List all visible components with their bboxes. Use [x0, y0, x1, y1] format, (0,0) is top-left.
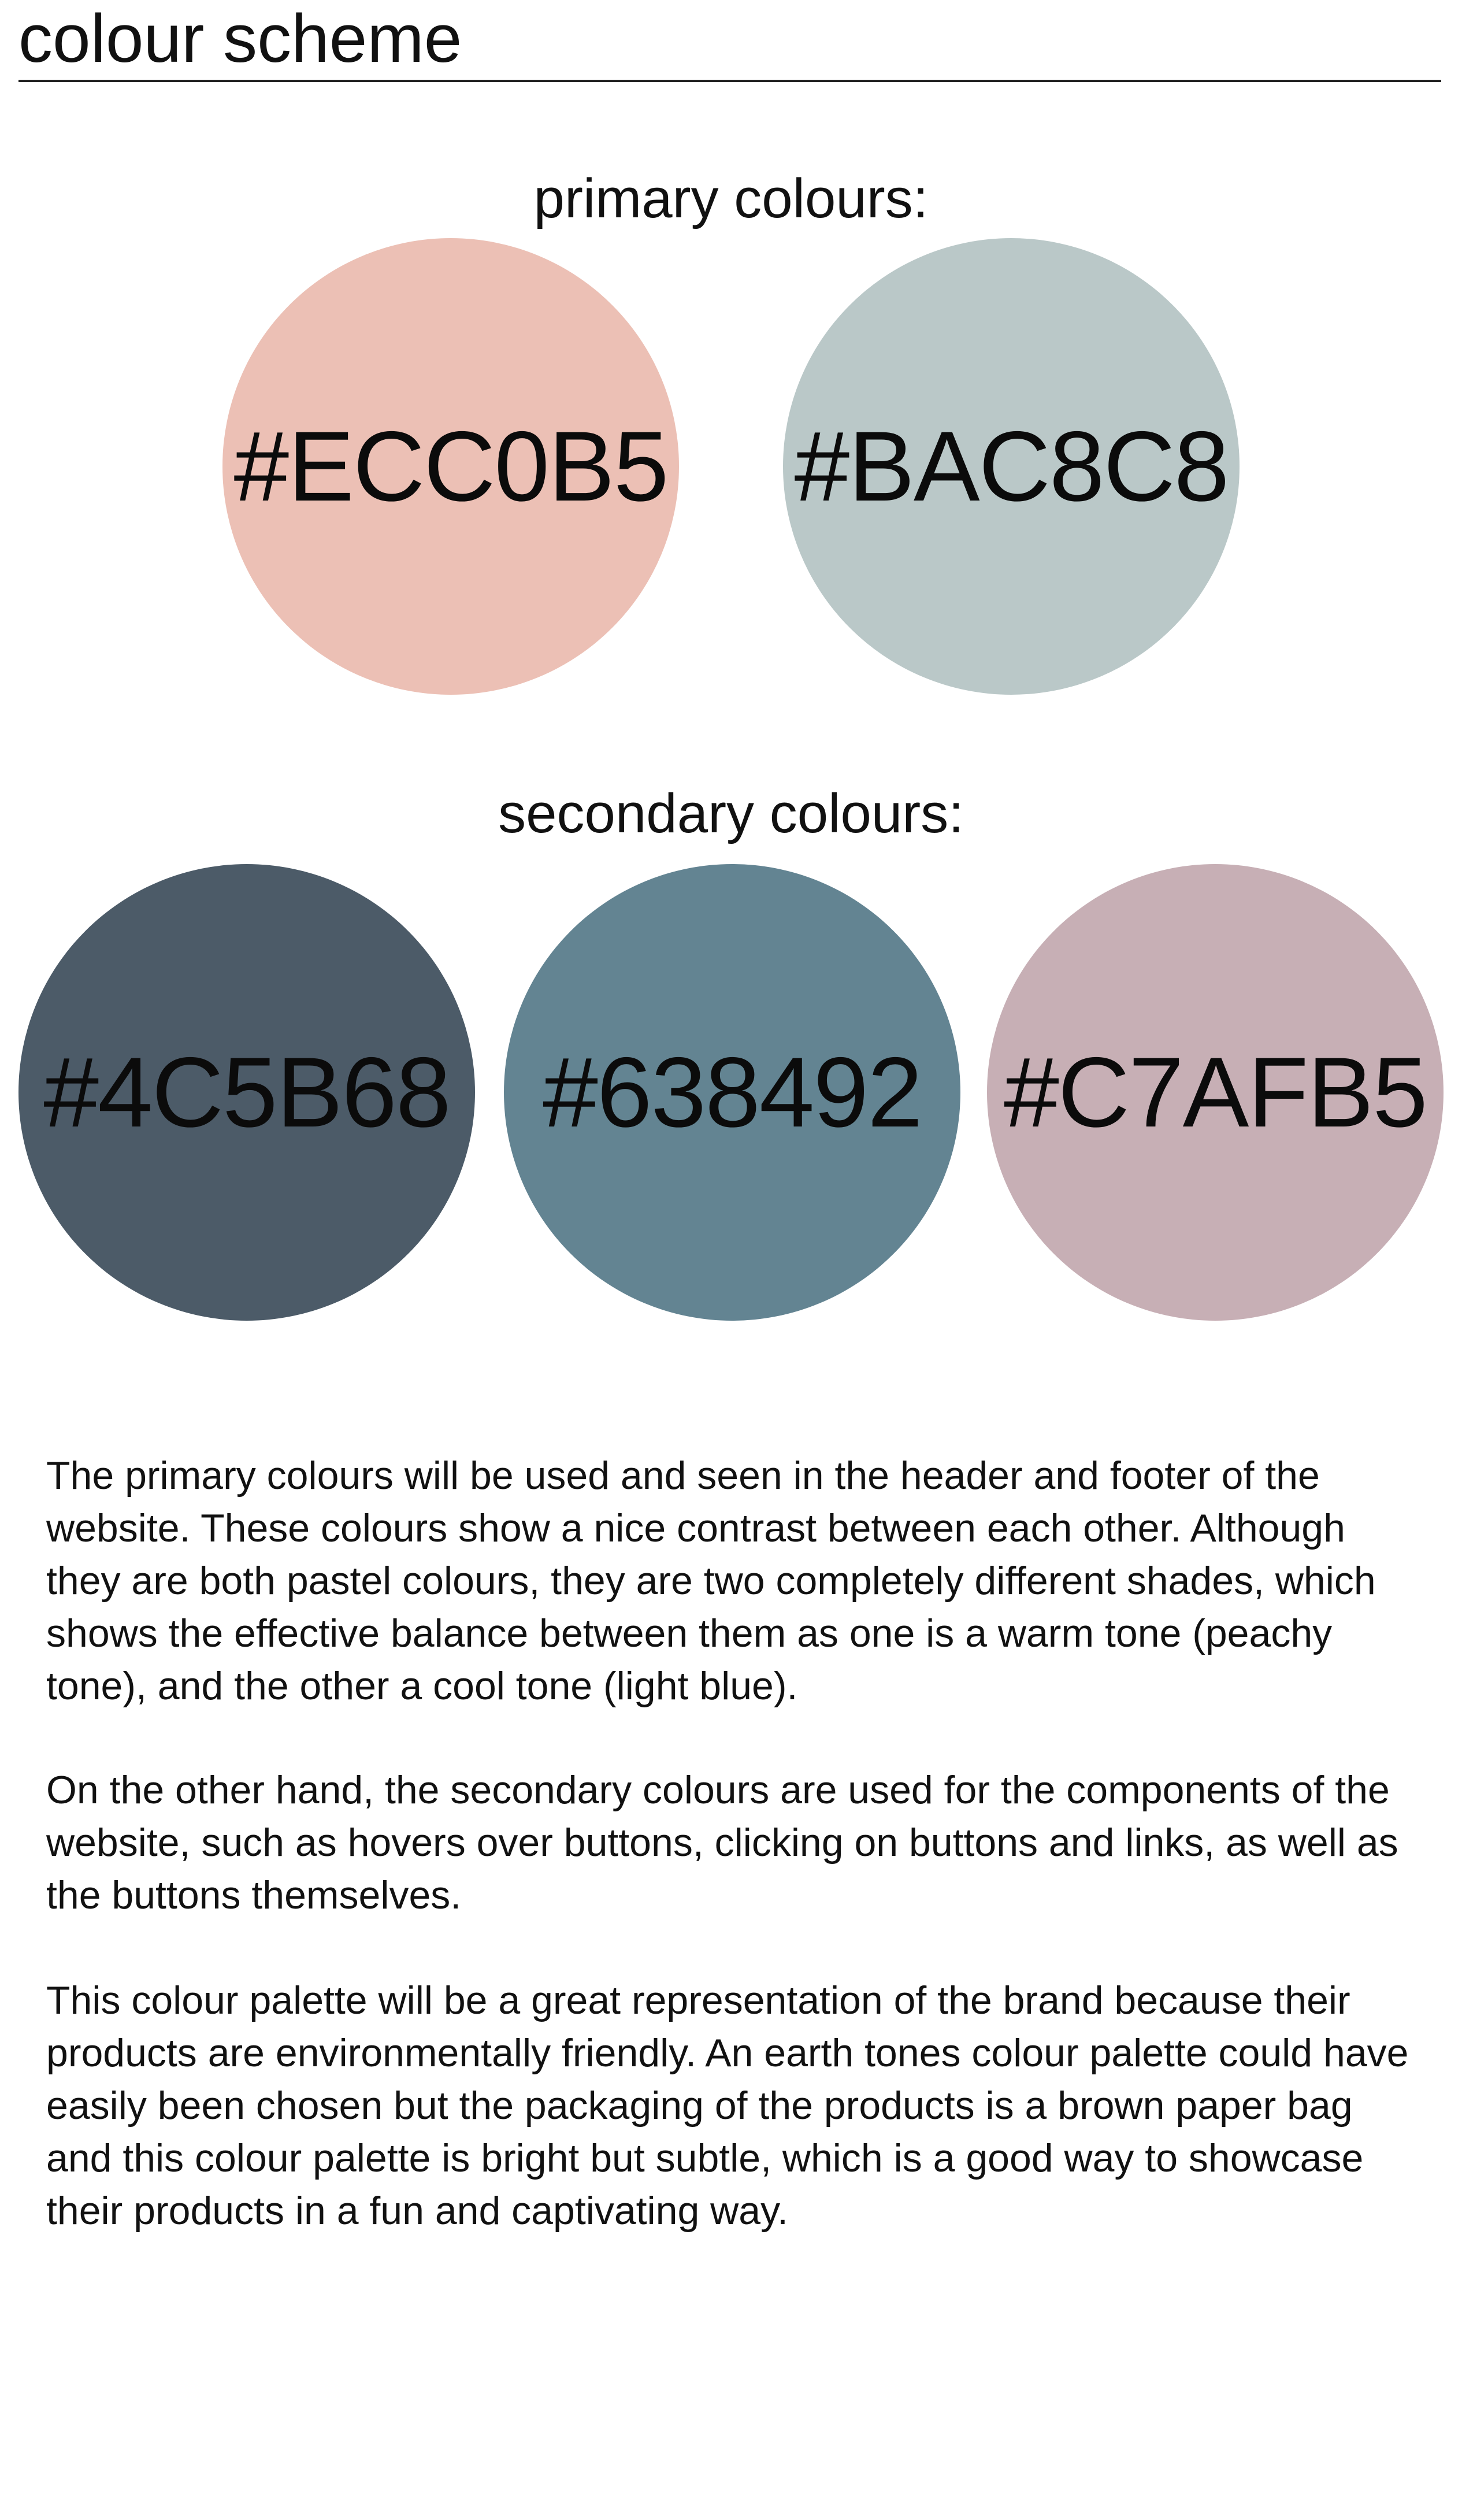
page-title: colour scheme — [18, 1, 462, 77]
description-paragraph-primary: The primary colours will be used and see… — [46, 1454, 1376, 1708]
secondary-swatch-slate: #4C5B68 — [18, 864, 475, 1321]
swatch-hex-label: #ECC0B5 — [233, 411, 669, 522]
title-divider — [18, 80, 1441, 82]
swatch-hex-label: #4C5B68 — [43, 1037, 451, 1148]
swatch-hex-label: #638492 — [543, 1037, 923, 1148]
description-paragraph-brand: This colour palette will be a great repr… — [46, 1978, 1409, 2233]
secondary-swatch-mauve: #C7AFB5 — [987, 864, 1444, 1321]
secondary-colours-heading: secondary colours: — [498, 783, 964, 844]
primary-colours-heading: primary colours: — [533, 168, 929, 229]
primary-swatch-peach: #ECC0B5 — [222, 238, 679, 695]
swatch-hex-label: #BAC8C8 — [794, 411, 1230, 522]
primary-swatch-light-blue: #BAC8C8 — [783, 238, 1240, 695]
description-paragraph-secondary: On the other hand, the secondary colours… — [46, 1768, 1398, 1917]
swatch-hex-label: #C7AFB5 — [1004, 1037, 1428, 1148]
secondary-swatch-steel-blue: #638492 — [504, 864, 960, 1321]
